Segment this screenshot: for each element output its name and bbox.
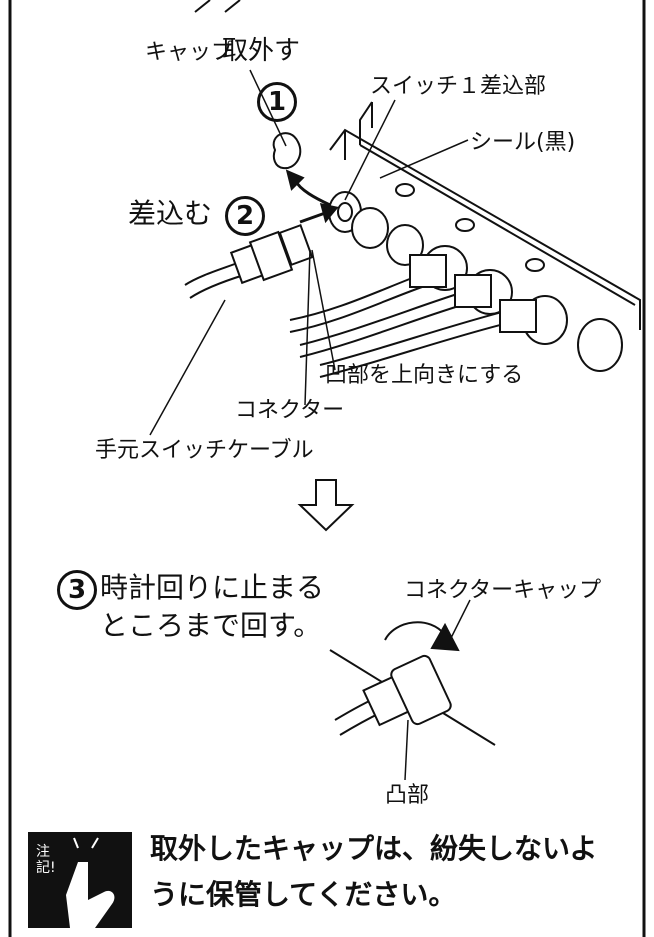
note-icon-text: 注記! [36,844,56,876]
down-arrow-icon [297,479,355,532]
seal-black-label: シール(黒) [470,130,576,155]
note-line1: 取外したキャップは、紛失しないよ [150,832,598,865]
cap-label: キャップ [145,40,234,65]
notch-up-label: 凹部を上向きにする [325,363,524,388]
step3-line2: ところまで回す。 [100,609,322,642]
protrusion-label: 凸部 [385,783,430,808]
switch1-port-label: スイッチ１差込部 [370,74,547,99]
leader-lines [149,69,469,436]
top-tick-left [194,0,211,13]
insert-label: 差込む [128,197,213,230]
connector-label: コネクター [235,398,345,423]
step-1-badge: 1 [257,82,297,122]
step-3-badge: 3 [57,570,97,610]
hand-switch-cable-label: 手元スイッチケーブル [95,438,314,463]
connector-cap-label: コネクターキャップ [404,578,602,603]
device-body [329,101,641,330]
step3-line1: 時計回りに止まる [100,571,325,604]
action-arrows [285,169,339,224]
hand-switch-cable [184,223,314,299]
remove-label: 取外す [222,36,301,66]
top-tick-right [224,0,241,13]
note-line2: うに保管してください。 [150,878,457,911]
hand-pointing-icon [28,832,132,928]
note-text: 取外したキャップは、紛失しないよ うに保管してください。 [150,826,597,918]
plugged-cables [289,254,537,378]
step3-illustration [329,599,496,781]
step-2-badge: 2 [225,196,265,236]
removed-cap [272,132,302,170]
